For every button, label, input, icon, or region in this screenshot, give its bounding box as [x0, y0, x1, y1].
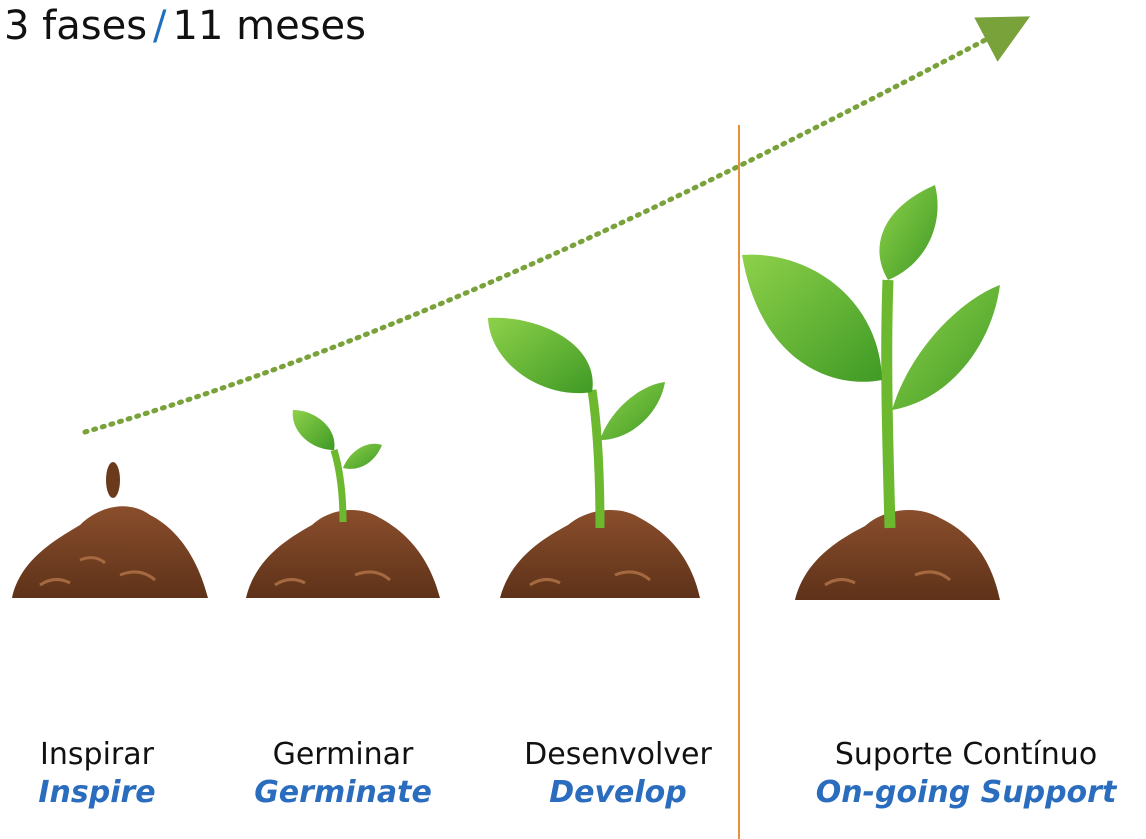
stage-pt-label: Desenvolver	[524, 737, 712, 772]
stage-en-label: Germinate	[254, 775, 432, 810]
stage-label-inspire: Inspirar Inspire	[8, 736, 186, 812]
page-title: 3 fases/11 meses	[4, 0, 366, 52]
duration: 11 meses	[172, 3, 367, 49]
title-separator: /	[153, 3, 167, 49]
young-plant-on-soil-icon	[488, 317, 700, 598]
sprout-on-soil-icon	[246, 410, 440, 598]
stage-pt-label: Suporte Contínuo	[834, 737, 1098, 772]
stage-label-germinate: Germinar Germinate	[243, 736, 443, 812]
stage-en-label: Develop	[549, 775, 687, 810]
seed-on-soil-icon	[12, 462, 208, 598]
stage-label-ongoing-support: Suporte Contínuo On-going Support	[790, 736, 1142, 812]
stage-pt-label: Inspirar	[40, 737, 154, 772]
phases-count: 3 fases	[4, 3, 148, 49]
growth-trend-arrow	[82, 16, 1031, 435]
grown-plant-on-soil-icon	[742, 185, 1000, 600]
stage-en-label: On-going Support	[815, 775, 1117, 810]
stage-label-develop: Desenvolver Develop	[500, 736, 736, 812]
stage-pt-label: Germinar	[272, 737, 414, 772]
stage-en-label: Inspire	[38, 775, 156, 810]
